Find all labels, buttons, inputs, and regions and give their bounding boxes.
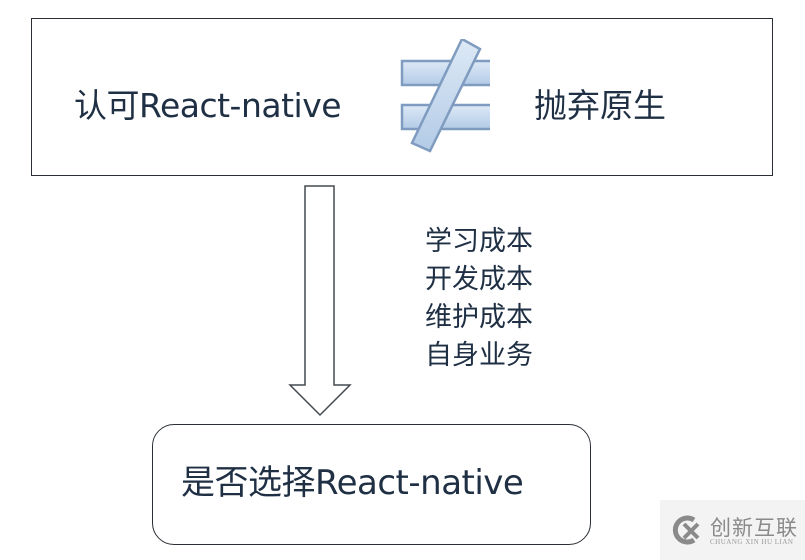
factor-development-cost: 开发成本 (425, 264, 533, 295)
accept-react-native-label: 认可React-native (74, 86, 342, 125)
not-equal-icon (400, 39, 490, 153)
decision-box: 是否选择React-native (152, 424, 591, 545)
choose-react-native-label: 是否选择React-native (181, 463, 524, 503)
watermark-cn-text: 创新互联 (710, 516, 798, 540)
watermark-logo-icon (672, 515, 700, 545)
cost-factors-list: 学习成本 开发成本 维护成本 自身业务 (425, 223, 533, 375)
down-arrow-icon (288, 185, 352, 417)
watermark-en-text: CHUANG XIN HU LIAN (710, 538, 794, 546)
factor-maintenance-cost: 维护成本 (425, 302, 533, 333)
watermark: 创新互联 CHUANG XIN HU LIAN (660, 500, 805, 560)
abandon-native-label: 抛弃原生 (534, 86, 666, 125)
factor-learning-cost: 学习成本 (425, 226, 533, 257)
premise-box: 认可React-native 抛弃原生 (31, 18, 773, 176)
factor-own-business: 自身业务 (425, 340, 533, 371)
